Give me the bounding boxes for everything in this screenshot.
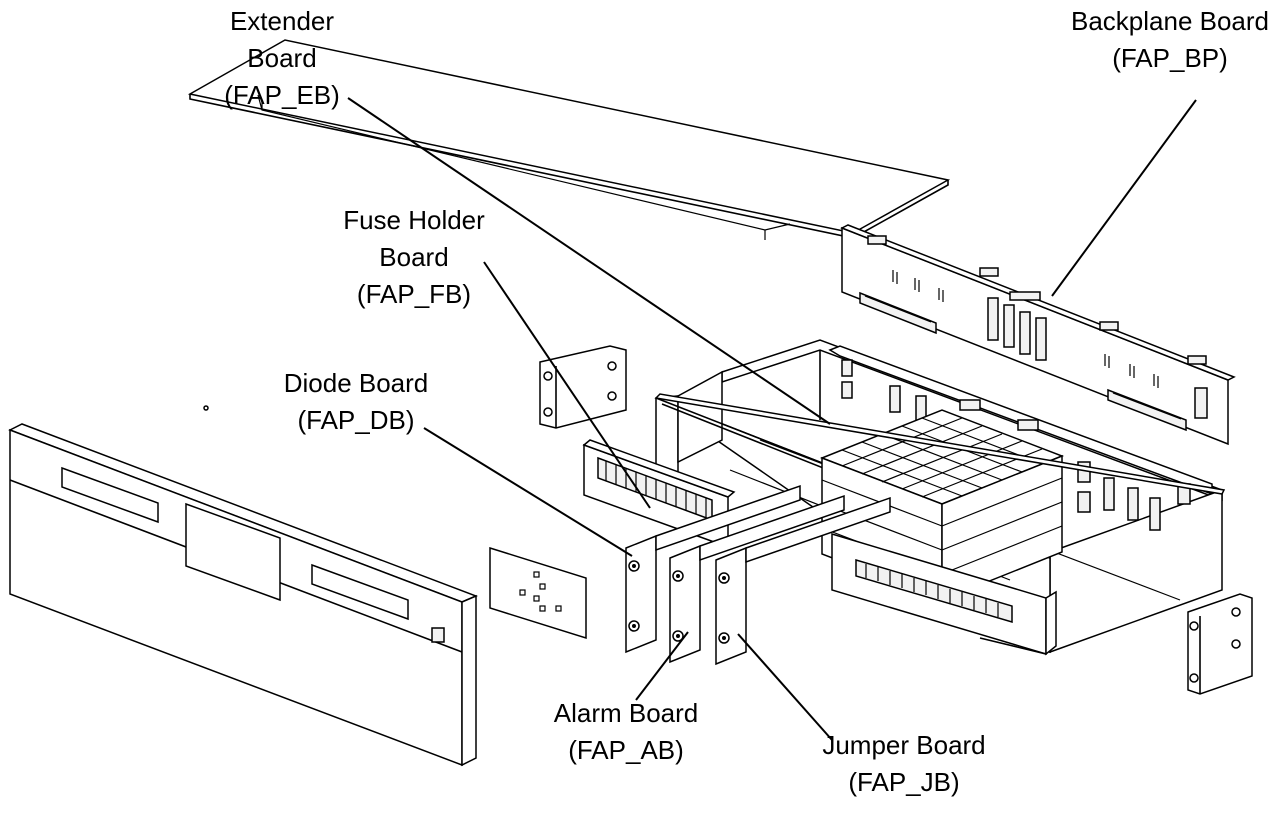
extender-label-line3: (FAP_EB) — [224, 80, 340, 110]
extender-label-line2: Board — [247, 43, 316, 73]
fuse-label-line1: Fuse Holder — [343, 205, 485, 235]
left-mount-bracket — [539, 345, 627, 429]
front-panel-drawing — [8, 405, 479, 767]
fuse-label-line2: Board — [379, 242, 448, 272]
diode-label-line1: Diode Board — [284, 368, 429, 398]
jumper-label-line1: Jumper Board — [822, 730, 985, 760]
diode-label-line2: (FAP_DB) — [297, 405, 414, 435]
drawer-module-drawing — [831, 532, 1057, 656]
alarm-label-line2: (FAP_AB) — [568, 735, 684, 765]
label-extender-board: Extender Board (FAP_EB) — [224, 6, 340, 110]
chassis-drawing — [654, 339, 1226, 654]
label-backplane-board: Backplane Board (FAP_BP) — [1071, 6, 1269, 73]
label-diode-board: Diode Board (FAP_DB) — [284, 368, 429, 435]
label-fuse-holder-board: Fuse Holder Board (FAP_FB) — [343, 205, 485, 309]
jumper-label-line2: (FAP_JB) — [848, 767, 959, 797]
fuse-label-line3: (FAP_FB) — [357, 279, 471, 309]
extender-label-line1: Extender — [230, 6, 334, 36]
backplane-board-drawing — [840, 224, 1236, 446]
plug-in-cards — [625, 484, 891, 666]
small-pcb-drawing — [489, 546, 587, 640]
backplane-label-line1: Backplane Board — [1071, 6, 1269, 36]
label-jumper-board: Jumper Board (FAP_JB) — [822, 730, 985, 797]
backplane-label-line2: (FAP_BP) — [1112, 43, 1228, 73]
right-mount-bracket — [1187, 593, 1253, 695]
alarm-label-line1: Alarm Board — [554, 698, 699, 728]
label-alarm-board: Alarm Board (FAP_AB) — [554, 698, 699, 765]
leader-lines — [347, 97, 1197, 741]
